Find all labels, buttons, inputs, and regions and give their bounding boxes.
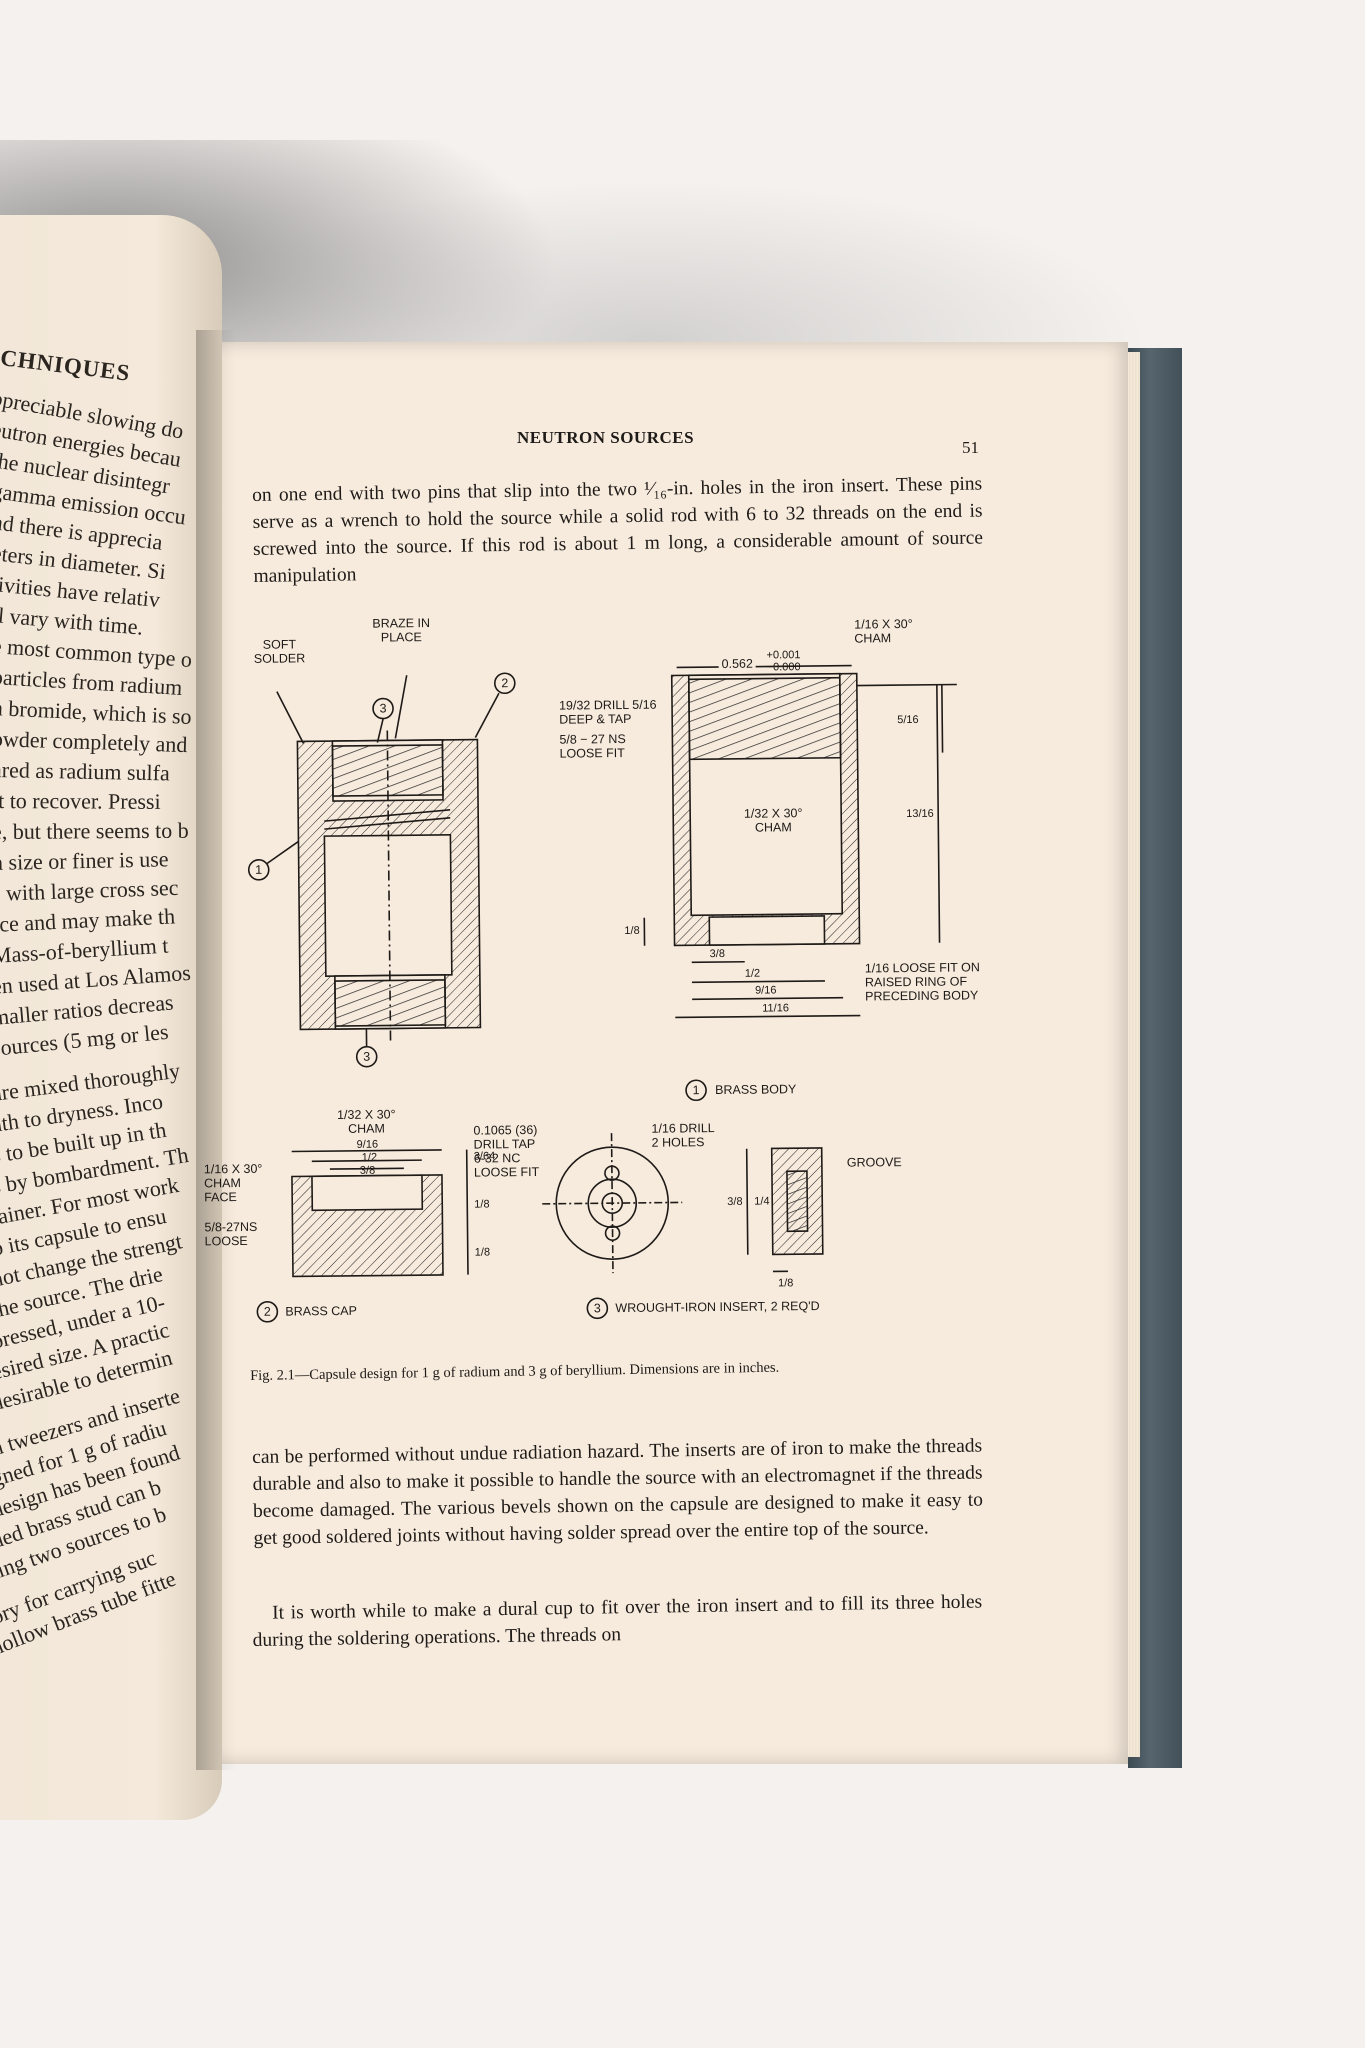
running-head: NEUTRON SOURCES	[517, 428, 695, 447]
dim-insert-3-8: 3/8	[727, 1195, 743, 1208]
brass-cap-drawing	[256, 1149, 469, 1323]
dim-cap-1-8-b: 1/8	[474, 1246, 491, 1259]
dim-cap-3-8: 3/8	[359, 1164, 376, 1177]
label-drill-holes: 1/16 DRILL 2 HOLES	[651, 1121, 715, 1150]
left-page-line: e, but there seems to b	[0, 817, 189, 844]
dim-insert-1-4: 1/4	[754, 1195, 770, 1208]
paragraph-top: on one end with two pins that slip into …	[252, 473, 984, 587]
assembly-drawing	[247, 672, 516, 1068]
dim-5-16: 5/16	[897, 713, 919, 727]
label-drill-tap: 19/32 DRILL 5/16 DEEP & TAP	[558, 697, 657, 727]
left-page-line: lt to recover. Pressi	[0, 788, 161, 814]
left-page	[0, 215, 222, 1820]
label-braze: BRAZE IN PLACE	[372, 616, 431, 645]
gutter-shadow	[196, 330, 236, 1770]
callout-3-bottom: 3	[363, 1049, 371, 1064]
label-cham-inner: 1/32 X 30° CHAM	[743, 806, 803, 835]
dim-insert-1-8: 1/8	[778, 1277, 794, 1290]
callout-2: 2	[501, 676, 509, 691]
callout-3-insert: 3	[593, 1301, 601, 1316]
dim-13-16: 13/16	[906, 807, 934, 821]
label-cap-cham-top: 1/32 X 30° CHAM	[336, 1107, 396, 1136]
callout-3-top: 3	[379, 701, 387, 716]
title-insert: WROUGHT-IRON INSERT, 2 REQ'D	[615, 1298, 820, 1316]
label-cham-top: 1/16 X 30° CHAM	[854, 616, 913, 646]
callout-2-cap: 2	[263, 1304, 271, 1319]
dim-tol-minus: −0.000	[766, 661, 801, 674]
dim-3-8: 3/8	[709, 947, 726, 961]
label-thread-loose-fit: 5/8 − 27 NS LOOSE FIT	[559, 731, 626, 761]
figure-drawing	[247, 664, 957, 1323]
paragraph-bottom-2: It is worth while to make a dural cup to…	[252, 1591, 983, 1651]
dim-1-8: 1/8	[624, 924, 640, 938]
dim-11-16: 11/16	[762, 1002, 790, 1015]
dim-tol-plus: +0.001	[766, 649, 801, 662]
callout-1-body: 1	[692, 1083, 700, 1098]
title-brass-cap: BRASS CAP	[285, 1303, 358, 1319]
insert-drawing	[542, 1133, 824, 1320]
label-groove: GROOVE	[846, 1155, 902, 1170]
page-number: 51	[962, 438, 979, 457]
callout-1: 1	[255, 862, 263, 877]
dim-0562: 0.562	[718, 656, 756, 672]
dim-9-16: 9/16	[754, 984, 777, 997]
figure-capsule-design: SOFT SOLDER BRAZE IN PLACE 3 2 1 3 0.562…	[204, 616, 1013, 1352]
paragraph-bottom-1: can be performed without undue radiation…	[252, 1435, 984, 1549]
label-cham-face: 1/16 X 30° CHAM FACE	[203, 1161, 263, 1205]
label-cap-thread: 5/8-27NS LOOSE	[204, 1219, 258, 1249]
dim-cap-1-8-a: 1/8	[474, 1198, 490, 1211]
right-page	[212, 342, 1128, 1764]
left-page-line: n size or finer is use	[0, 846, 169, 875]
label-loose-fit-ring: 1/16 LOOSE FIT ON RAISED RING OF PRECEDI…	[864, 960, 980, 1004]
label-drill-tap-insert: 0.1065 (36) DRILL TAP 6-32 NC LOOSE FIT	[473, 1122, 540, 1180]
brass-body-drawing	[643, 664, 957, 1102]
title-brass-body: BRASS BODY	[715, 1082, 797, 1098]
dim-1-2: 1/2	[744, 967, 761, 980]
left-page-line: ared as radium sulfa	[0, 757, 170, 786]
label-soft-solder: SOFT SOLDER	[253, 637, 306, 666]
